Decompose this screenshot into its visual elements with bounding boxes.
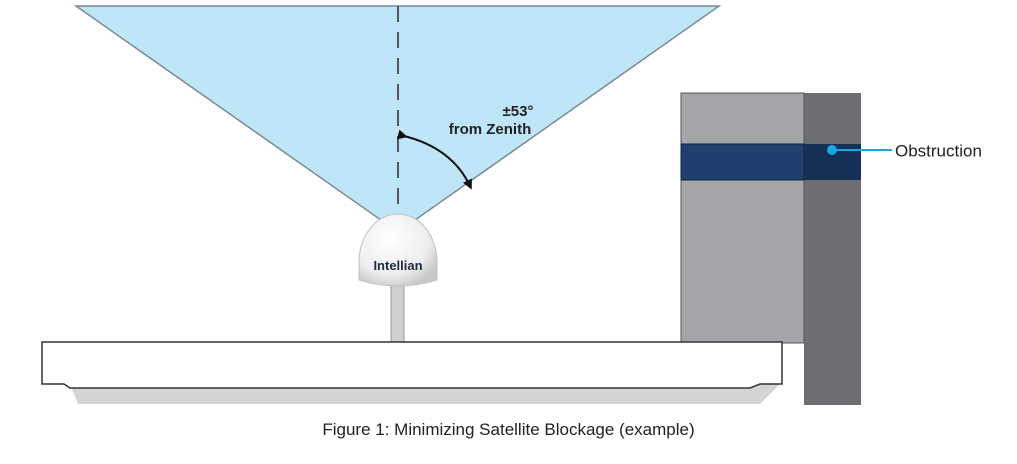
obstruction-label: Obstruction [895,141,982,160]
angle-arc [396,129,472,190]
deck-slab [41,341,783,389]
figure-caption: Figure 1: Minimizing Satellite Blockage … [322,420,695,439]
deck-underside-shadow [70,384,780,404]
obstruction-band-front [680,143,805,181]
antenna-mast [390,285,405,345]
angle-label-zenith: from Zenith [449,121,532,138]
building-shadow-side [804,93,861,405]
building-front [680,92,805,344]
antenna-dome [358,213,438,287]
angle-label-degrees: ±53° [503,103,534,120]
antenna-brand-label: Intellian [373,258,422,273]
